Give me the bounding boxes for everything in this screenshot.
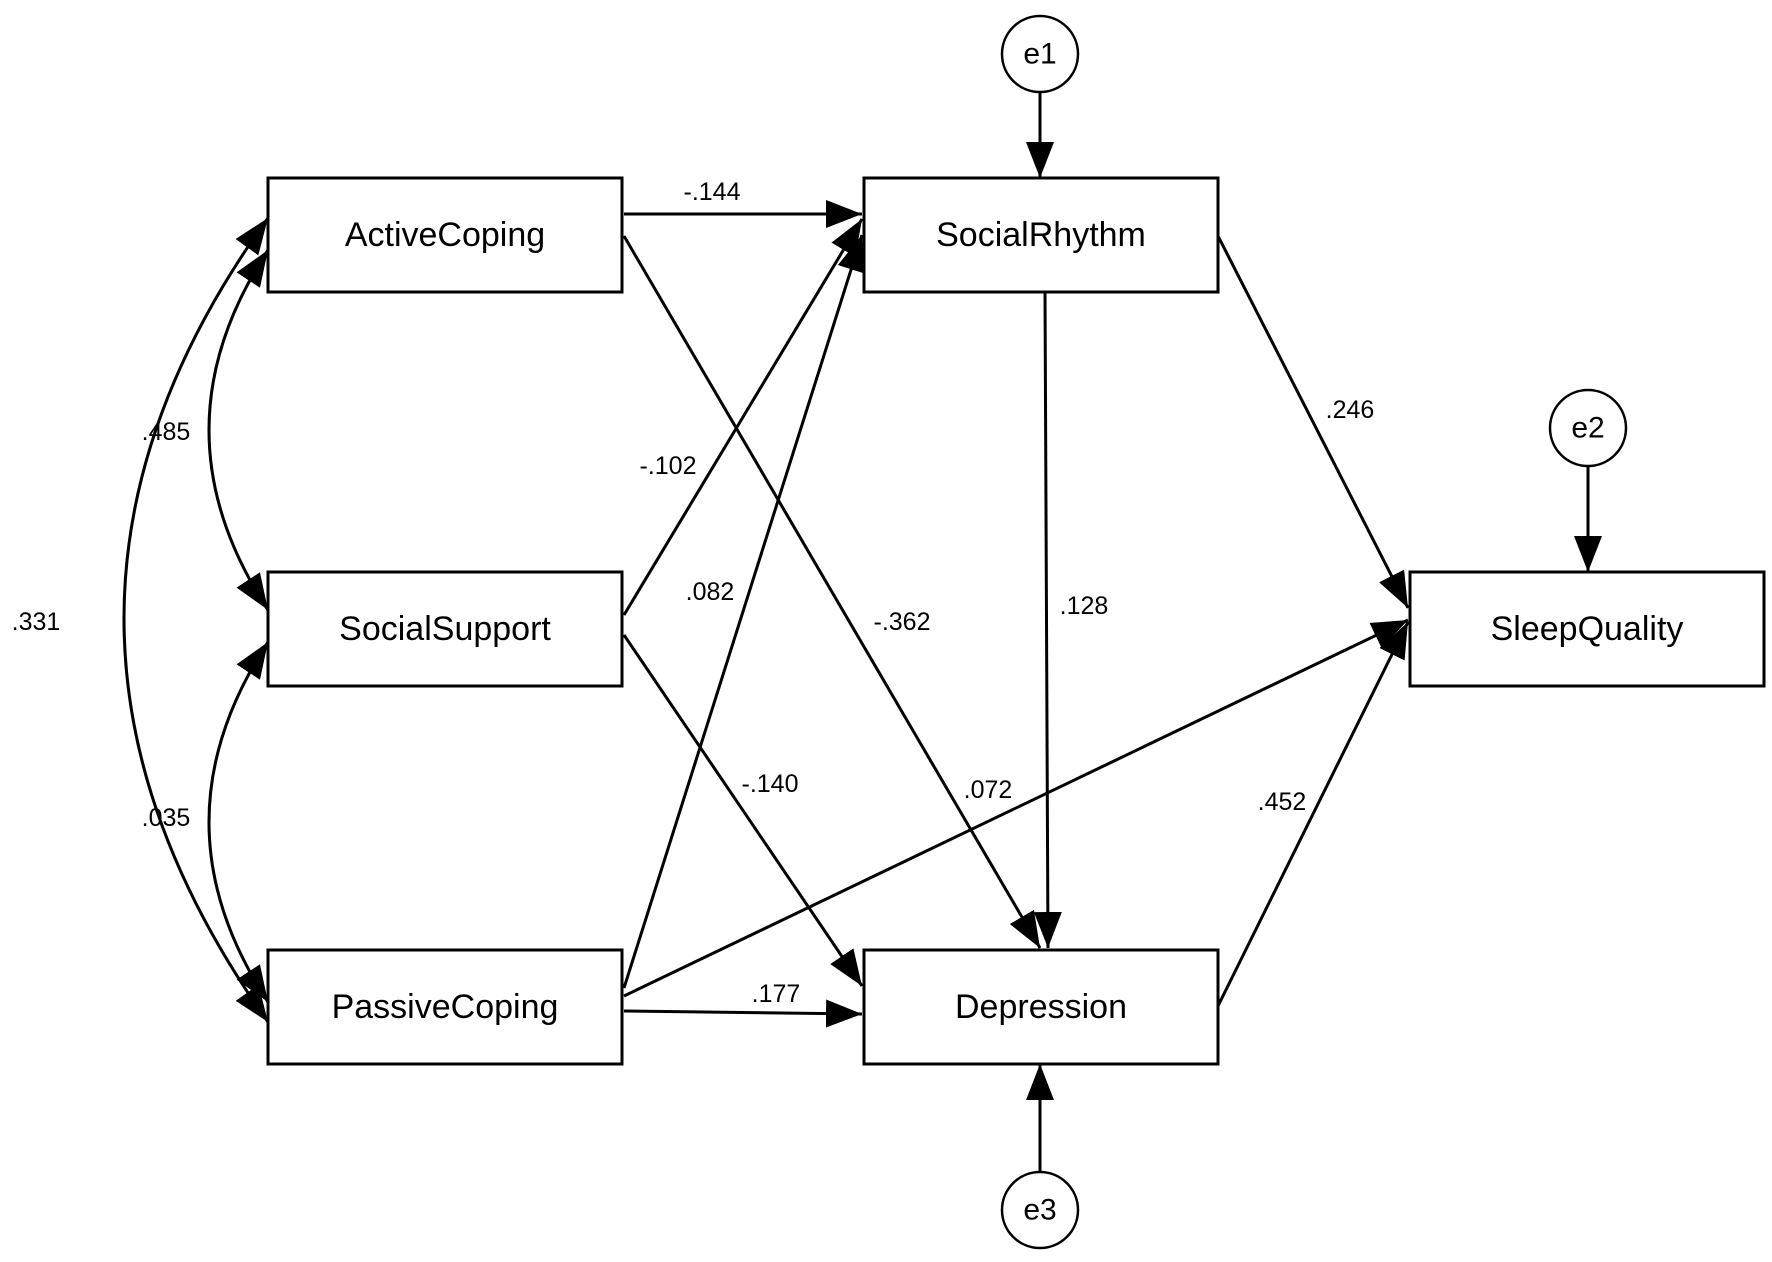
node-depression: Depression [862, 948, 1220, 1066]
error-e1: e1 [1000, 14, 1080, 94]
coef-passivecoping-socialrhythm: .082 [686, 578, 735, 606]
node-label-activecoping: ActiveCoping [345, 216, 545, 254]
path-passivecoping-sleepquality [623, 618, 1409, 998]
coef-cov-social-passive: .035 [142, 804, 191, 832]
path-socialrhythm-depression [1033, 291, 1062, 949]
node-activecoping: ActiveCoping [266, 176, 624, 294]
covariance-arc-active-social [207, 249, 270, 611]
path-socialrhythm-sleepquality [1216, 235, 1410, 609]
path-socialsupport-socialrhythm [622, 218, 864, 616]
error-label-e1: e1 [1023, 38, 1056, 71]
coef-cov-active-passive: .331 [12, 608, 61, 636]
error-e2: e2 [1548, 388, 1628, 468]
coef-activecoping-socialrhythm: -.144 [684, 178, 741, 206]
coef-socialrhythm-depression: .128 [1060, 592, 1109, 620]
coef-socialrhythm-sleepquality: .246 [1326, 396, 1375, 424]
node-passivecoping: PassiveCoping [266, 948, 624, 1066]
node-label-passivecoping: PassiveCoping [332, 988, 559, 1026]
node-socialsupport: SocialSupport [266, 570, 624, 688]
node-label-socialrhythm: SocialRhythm [936, 216, 1146, 254]
node-socialrhythm: SocialRhythm [862, 176, 1220, 294]
coef-cov-active-social: .485 [142, 418, 191, 446]
path-passivecoping-depression [623, 999, 863, 1028]
node-label-sleepquality: SleepQuality [1491, 610, 1684, 648]
coef-depression-sleepquality: .452 [1258, 788, 1307, 816]
covariance-arc-active-passive [122, 217, 270, 1023]
error-e3: e3 [1000, 1170, 1080, 1250]
coef-passivecoping-sleepquality: .072 [964, 776, 1013, 804]
error-label-e2: e2 [1571, 412, 1604, 445]
path-depression-sleepquality [1216, 621, 1410, 1007]
node-label-depression: Depression [955, 988, 1127, 1026]
path-passivecoping-socialrhythm [622, 234, 865, 989]
coef-passivecoping-depression: .177 [752, 980, 801, 1008]
node-label-socialsupport: SocialSupport [339, 610, 551, 648]
covariance-arc-social-passive [207, 641, 270, 1003]
coef-activecoping-depression: -.362 [874, 608, 931, 636]
coef-socialsupport-socialrhythm: -.102 [640, 452, 697, 480]
path-socialsupport-depression [622, 634, 864, 987]
node-sleepquality: SleepQuality [1408, 570, 1766, 688]
error-label-e3: e3 [1023, 1194, 1056, 1227]
coef-socialsupport-depression: -.140 [742, 770, 799, 798]
